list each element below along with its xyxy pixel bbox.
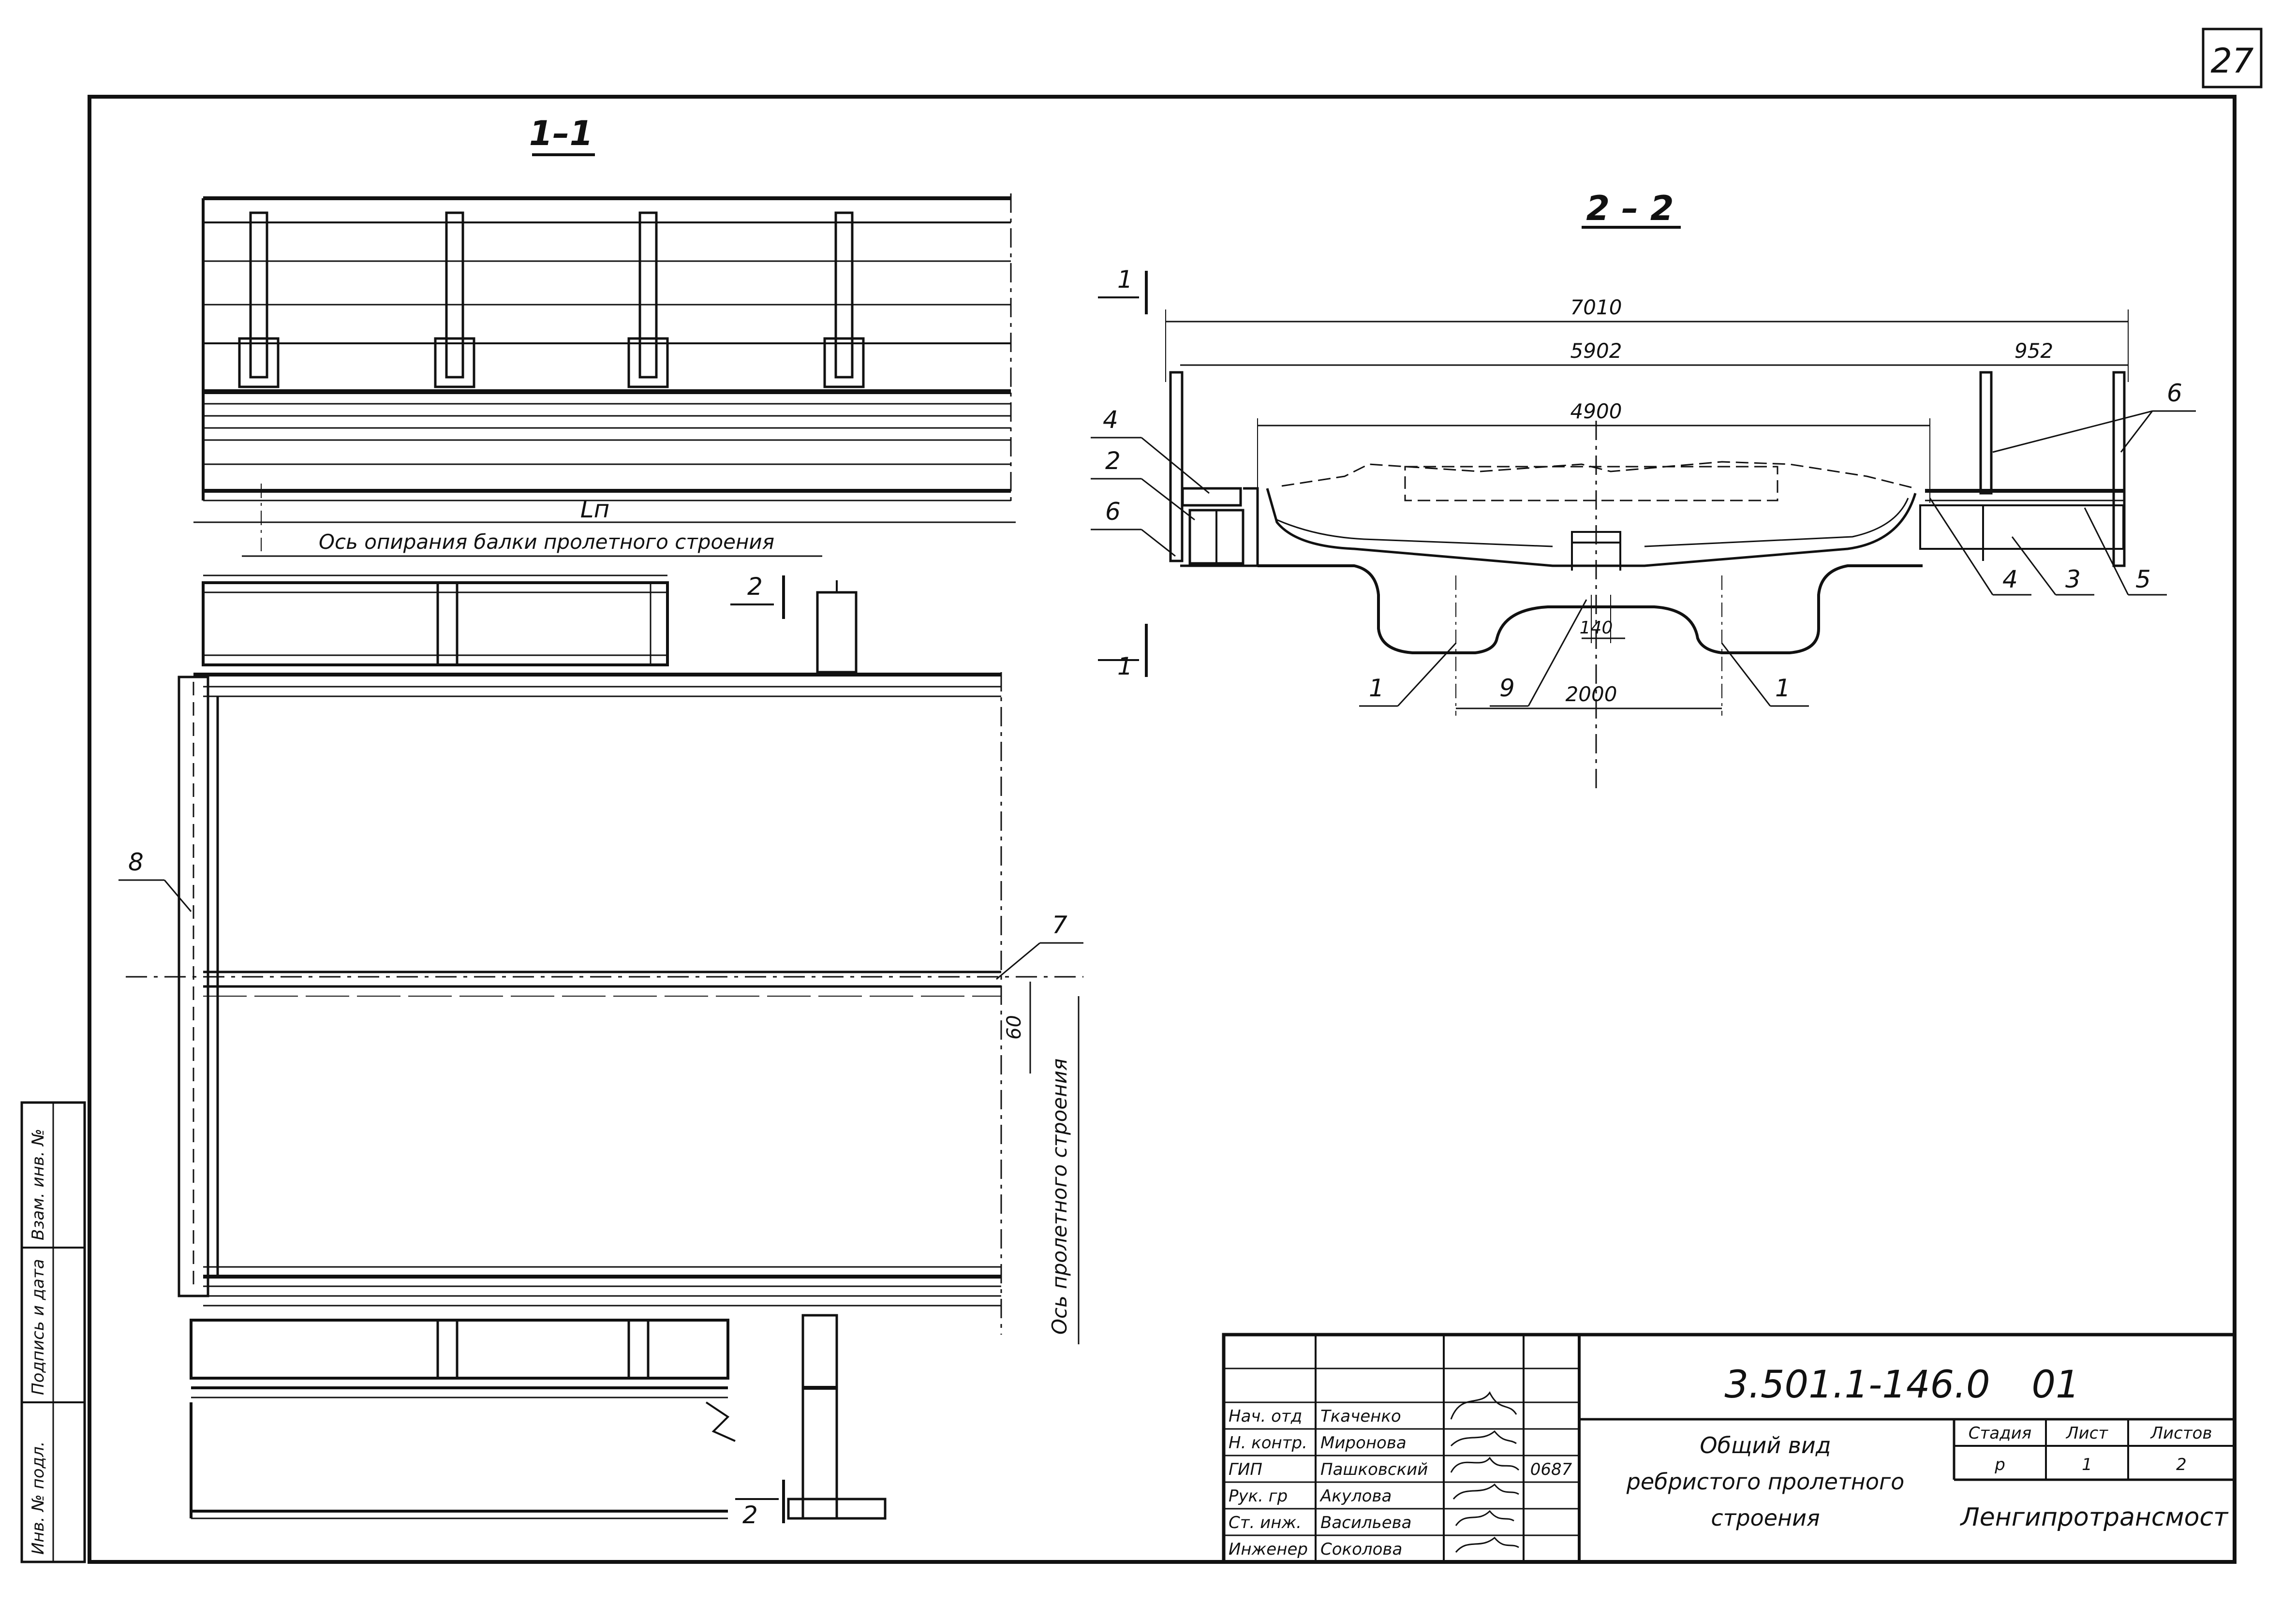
- callout-8: 8: [128, 848, 144, 876]
- sheet-number: 27: [2210, 41, 2253, 81]
- title-line-3: строения: [1711, 1505, 1820, 1531]
- dim-4900: 4900: [1570, 399, 1622, 423]
- stamp-inv-label: Инв. № подл.: [29, 1441, 48, 1555]
- offset-dimension-60: 60: [1003, 1015, 1025, 1040]
- staff-name: Ткаченко: [1320, 1407, 1401, 1426]
- cut-marker-2-top: 2: [747, 573, 763, 601]
- staff-role: Ст. инж.: [1229, 1513, 1302, 1532]
- callout-1-right: 1: [1775, 674, 1791, 702]
- stamp-signature-label: Подпись и дата: [29, 1259, 48, 1395]
- staff-name: Миронова: [1320, 1433, 1407, 1453]
- callout-4-right: 4: [2002, 565, 2018, 593]
- section-2-2: 2 – 2 1 1 7010 5902 952 4900: [1091, 189, 2196, 793]
- document-code: 3.501.1-146.0: [1724, 1363, 1990, 1407]
- callout-7: 7: [1052, 911, 1067, 939]
- sheet-frame: [88, 95, 2237, 1564]
- section-1-1-title: 1–1: [529, 114, 593, 153]
- staff-role: Н. контр.: [1229, 1433, 1307, 1453]
- title-line-1: Общий вид: [1700, 1432, 1831, 1458]
- sheets-value: 2: [2176, 1455, 2187, 1474]
- section-2-2-title: 2 – 2: [1586, 189, 1674, 228]
- staff-role: Рук. гр: [1229, 1486, 1288, 1506]
- margin-stamp: Инв. № подл. Подпись и дата Взам. инв. №: [20, 1101, 86, 1563]
- stage-value: р: [1994, 1455, 2005, 1474]
- staff-role: ГИП: [1229, 1460, 1262, 1479]
- document-sheet-code: 01: [2031, 1363, 2079, 1407]
- staff-name: Акулова: [1319, 1486, 1392, 1506]
- cut-marker-1-top: 1: [1117, 265, 1133, 294]
- staff-name: Соколова: [1320, 1540, 1402, 1559]
- date-mark: 0687: [1530, 1460, 1572, 1479]
- staff-role: Нач. отд: [1229, 1407, 1302, 1426]
- cut-marker-2-bottom: 2: [742, 1501, 758, 1529]
- staff-name: Пашковский: [1320, 1460, 1428, 1479]
- dim-2000: 2000: [1566, 682, 1617, 706]
- section-1-1: 1–1 Lп Ось опирания балки пролетного стр…: [193, 114, 1016, 557]
- organization-name: Ленгипротрансмост: [1960, 1503, 2229, 1532]
- dim-total-7010: 7010: [1570, 295, 1622, 319]
- span-axis-label: Ось пролетного строения: [1048, 1059, 1071, 1335]
- plan-view: 2: [119, 573, 1083, 1529]
- staff-role: Инженер: [1229, 1540, 1308, 1559]
- callout-6-right: 6: [2167, 379, 2182, 407]
- sheet-value: 1: [2082, 1455, 2092, 1474]
- title-line-2: ребристого пролетного: [1626, 1469, 1905, 1495]
- support-axis-label: Ось опирания балки пролетного строения: [319, 530, 774, 554]
- title-block: 3.501.1-146.0 01 Общий вид ребристого пр…: [1222, 1333, 2237, 1564]
- callout-2: 2: [1105, 447, 1121, 475]
- callout-5: 5: [2135, 565, 2151, 593]
- callout-6-left: 6: [1105, 498, 1121, 526]
- span-length-label: Lп: [580, 495, 610, 523]
- signature-marks: [1450, 1391, 1520, 1553]
- staff-name: Васильева: [1320, 1513, 1412, 1532]
- col-sheets-label: Листов: [2149, 1424, 2212, 1443]
- callout-3: 3: [2065, 565, 2081, 593]
- callout-1-left: 1: [1369, 674, 1384, 702]
- stamp-replace-label: Взам. инв. №: [29, 1129, 48, 1240]
- sheet-number-box: [2202, 28, 2263, 88]
- callout-4-left: 4: [1103, 406, 1118, 434]
- callout-9: 9: [1499, 674, 1515, 702]
- dim-5902: 5902: [1570, 339, 1622, 363]
- dim-952: 952: [2015, 339, 2053, 363]
- col-sheet-label: Лист: [2065, 1424, 2108, 1443]
- cut-marker-1-bottom: 1: [1117, 652, 1133, 680]
- col-stage-label: Стадия: [1969, 1424, 2031, 1443]
